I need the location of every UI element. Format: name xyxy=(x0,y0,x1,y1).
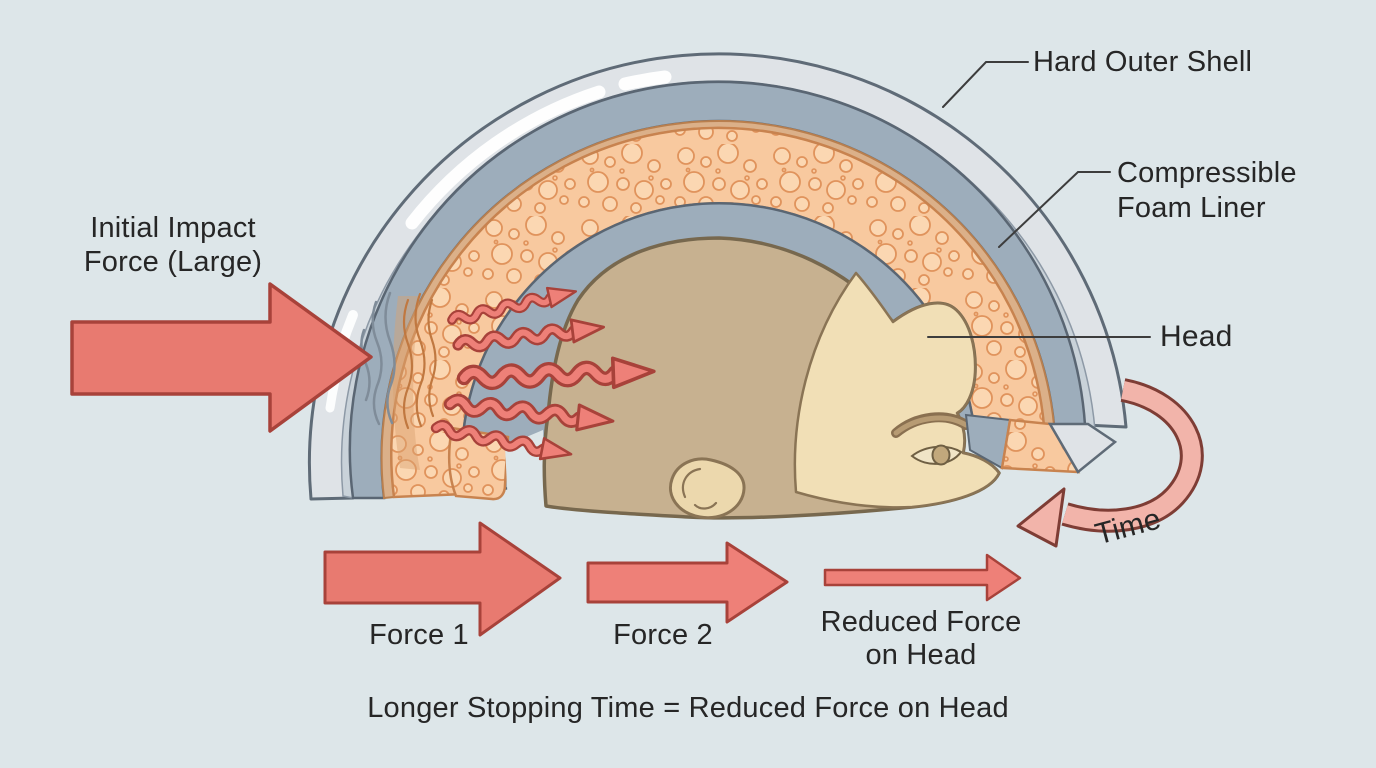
leader-lines xyxy=(927,61,1151,338)
compressible-foam-liner-label: Compressible Foam Liner xyxy=(1117,156,1297,226)
eye-iris xyxy=(931,444,951,466)
reduced-force-label: Reduced Force on Head xyxy=(811,606,1031,672)
reduced-force-line1: Reduced Force xyxy=(820,606,1022,638)
force-1-label: Force 1 xyxy=(369,619,469,651)
hard-outer-shell-label: Hard Outer Shell xyxy=(1033,46,1253,78)
foam-liner-line2: Foam Liner xyxy=(1117,192,1266,224)
head-label: Head xyxy=(1160,320,1233,353)
reduced-force-arrow-icon xyxy=(823,553,1022,602)
impact-arrow-icon xyxy=(70,282,373,433)
leader-line-shell xyxy=(942,61,1029,108)
impact-crumple-lines xyxy=(360,291,437,470)
eyebrow-fill xyxy=(893,415,969,436)
reduced-force-line2: on Head xyxy=(865,639,977,671)
time-arrow-icon xyxy=(1016,378,1204,548)
helmet-front-rim xyxy=(964,413,1118,474)
foam-liner-line1: Compressible xyxy=(1117,157,1297,189)
caption-text: Longer Stopping Time = Reduced Force on … xyxy=(367,692,1009,724)
ear-inner-line xyxy=(681,467,718,510)
initial-impact-label: Initial Impact Force (Large) xyxy=(43,212,303,280)
force-2-label: Force 2 xyxy=(613,619,713,651)
force-1-arrow-icon xyxy=(323,521,562,637)
foam-column xyxy=(448,426,510,501)
leader-line-foam xyxy=(998,171,1111,248)
force-2-arrow-icon xyxy=(586,541,789,624)
head-illustration xyxy=(542,236,1001,520)
initial-impact-line1: Initial Impact xyxy=(90,212,256,244)
initial-impact-line2: Force (Large) xyxy=(83,245,263,278)
